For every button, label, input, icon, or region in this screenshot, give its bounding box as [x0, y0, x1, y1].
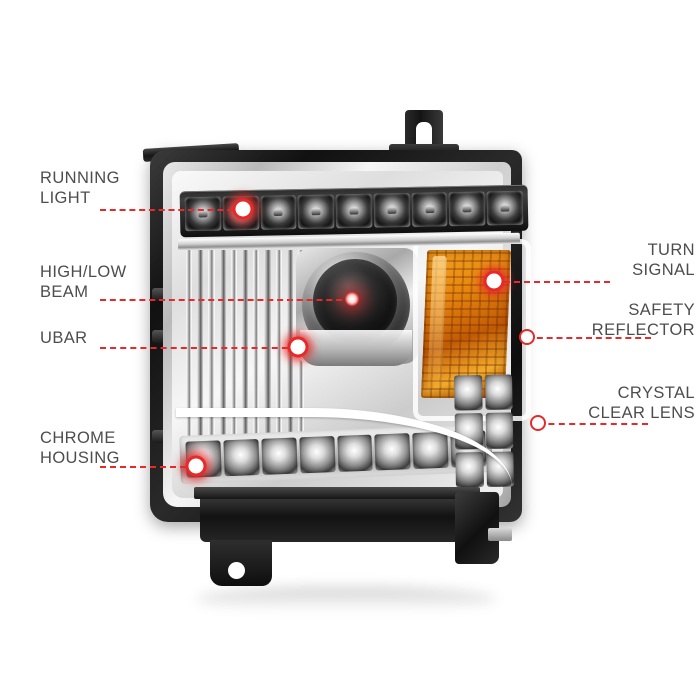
callout-label-turn-signal: TURN SIGNAL: [632, 241, 695, 279]
leader-line-crystal-clear-lens: [538, 423, 648, 425]
led-cell: [449, 191, 486, 227]
ubar-fin: [197, 250, 204, 440]
right-bracket-tab: [488, 528, 512, 541]
led-cell: [485, 451, 514, 487]
ubar-fin: [230, 250, 237, 440]
leader-line-high-low-beam: [100, 299, 352, 301]
callout-dot-turn-signal[interactable]: [483, 270, 505, 292]
led-cell: [485, 412, 514, 449]
led-cell: [455, 451, 484, 488]
led-cell: [261, 437, 298, 475]
led-cell: [298, 194, 335, 230]
led-cell: [373, 192, 411, 228]
leader-line-running-light: [100, 209, 243, 211]
callout-dot-high-low-beam[interactable]: [345, 292, 359, 306]
ubar-fin: [264, 250, 271, 440]
leader-line-chrome-housing: [100, 466, 196, 468]
callout-dot-running-light[interactable]: [232, 198, 254, 220]
callout-label-safety-reflector: SAFETY REFLECTOR: [591, 301, 695, 339]
led-cell: [184, 196, 222, 232]
callout-label-chrome-housing: CHROME HOUSING: [40, 429, 120, 467]
callout-label-running-light: RUNNING LIGHT: [40, 169, 120, 207]
led-cell: [298, 436, 336, 474]
callout-label-ubar: UBAR: [40, 329, 88, 347]
leader-line-ubar: [100, 347, 298, 349]
ubar-fin: [219, 250, 226, 440]
callout-dot-crystal-clear-lens[interactable]: [530, 415, 546, 431]
led-cell: [260, 195, 297, 230]
corner-led-cluster: [454, 374, 514, 488]
led-cell: [223, 438, 260, 477]
lower-mounting-bracket: [194, 487, 480, 542]
callout-dot-chrome-housing[interactable]: [185, 455, 207, 477]
bracket-mounting-hole: [228, 562, 245, 579]
callout-dot-safety-reflector[interactable]: [519, 329, 535, 345]
leader-line-safety-reflector: [527, 337, 651, 339]
ubar-fin: [208, 250, 215, 440]
led-cell: [454, 375, 483, 411]
leader-line-turn-signal: [494, 281, 610, 283]
ground-reflection: [196, 586, 496, 612]
ubar-fin: [186, 250, 193, 440]
led-cell: [335, 193, 373, 229]
ubar-fin: [253, 250, 260, 440]
led-cell: [374, 433, 411, 471]
led-cell: [336, 434, 374, 472]
led-cell: [486, 190, 524, 226]
ubar-fin: [275, 250, 282, 440]
callout-label-high-low-beam: HIGH/LOW BEAM: [40, 263, 127, 301]
led-cell: [412, 431, 449, 470]
led-cell: [454, 413, 483, 450]
ubar-fin: [241, 250, 249, 440]
projector-hood: [300, 330, 412, 366]
led-cell: [411, 192, 448, 227]
callout-dot-ubar[interactable]: [287, 336, 309, 358]
callout-label-crystal-clear-lens: CRYSTAL CLEAR LENS: [588, 384, 695, 422]
led-cell: [484, 374, 513, 411]
ubar-chrome-fins: [186, 250, 304, 440]
